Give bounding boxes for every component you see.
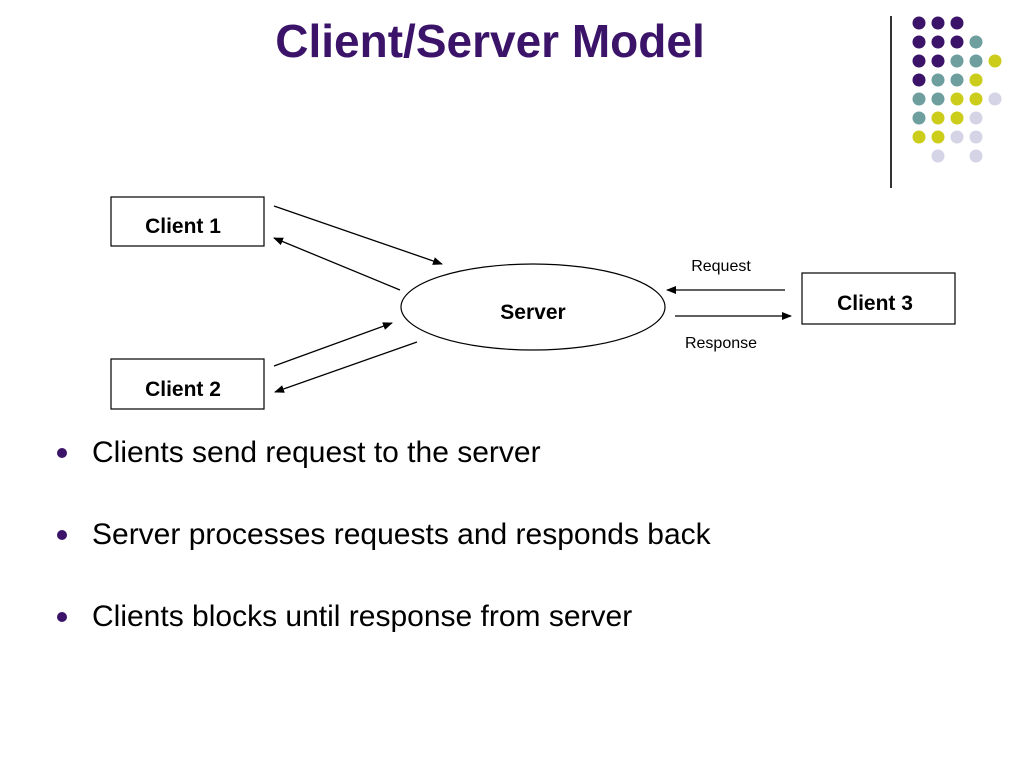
decorative-dot bbox=[912, 130, 926, 144]
decorative-dot bbox=[950, 35, 964, 49]
decorative-dot bbox=[931, 73, 945, 87]
bullet-text: Clients blocks until response from serve… bbox=[92, 600, 633, 633]
client-server-diagram: Client 1 Client 2 Client 3 Server Reques… bbox=[110, 196, 956, 410]
client-1-request-arrow bbox=[273, 205, 443, 265]
decorative-dot bbox=[969, 73, 983, 87]
decorative-dot bbox=[912, 73, 926, 87]
client-2-box bbox=[110, 358, 265, 410]
decorative-dot bbox=[950, 92, 964, 106]
response-label: Response bbox=[685, 335, 757, 352]
decorative-dot bbox=[969, 130, 983, 144]
decorative-dot bbox=[912, 92, 926, 106]
client-2-request-arrow bbox=[273, 322, 393, 367]
decorative-dot bbox=[931, 111, 945, 125]
decorative-dot bbox=[931, 35, 945, 49]
bullet-item: Clients send request to the server bbox=[56, 430, 711, 512]
bullet-item: Server processes requests and responds b… bbox=[56, 512, 711, 594]
decorative-dot bbox=[988, 54, 1002, 68]
bullet-text: Clients send request to the server bbox=[92, 436, 541, 469]
decorative-dot bbox=[912, 54, 926, 68]
request-label: Request bbox=[691, 258, 751, 275]
server-label: Server bbox=[500, 301, 565, 324]
server-node bbox=[400, 263, 666, 351]
client-3-box bbox=[801, 272, 956, 325]
bullet-item: Clients blocks until response from serve… bbox=[56, 594, 711, 676]
decorative-dot bbox=[950, 54, 964, 68]
client-2-label: Client 2 bbox=[145, 378, 221, 401]
slide-title: Client/Server Model bbox=[275, 15, 705, 67]
decorative-dot bbox=[969, 149, 983, 163]
decorative-dot bbox=[931, 130, 945, 144]
decorative-dot bbox=[969, 111, 983, 125]
decorative-dot bbox=[931, 149, 945, 163]
decorative-dot bbox=[969, 35, 983, 49]
decorative-dot bbox=[912, 35, 926, 49]
decorative-dot bbox=[950, 111, 964, 125]
client-1-label: Client 1 bbox=[145, 215, 221, 238]
decorative-dot-grid bbox=[912, 16, 1002, 163]
decorative-dot bbox=[931, 54, 945, 68]
decorative-dot bbox=[950, 130, 964, 144]
bullet-dot-icon bbox=[57, 530, 67, 540]
decorative-dot bbox=[950, 73, 964, 87]
decorative-dot bbox=[931, 92, 945, 106]
client-3-label: Client 3 bbox=[837, 292, 913, 315]
client-2-response-arrow bbox=[274, 341, 418, 393]
bullet-list: Clients send request to the server Serve… bbox=[56, 430, 711, 676]
client-1-box bbox=[110, 196, 265, 247]
client-1-response-arrow bbox=[273, 237, 401, 291]
bullet-dot-icon bbox=[57, 612, 67, 622]
bullet-text: Server processes requests and responds b… bbox=[92, 518, 711, 551]
decorative-dot bbox=[969, 92, 983, 106]
bullet-dot-icon bbox=[57, 448, 67, 458]
decorative-dot bbox=[912, 16, 926, 30]
decorative-dot bbox=[969, 54, 983, 68]
decorative-dot bbox=[950, 16, 964, 30]
decorative-dot bbox=[931, 16, 945, 30]
title-divider-line bbox=[890, 16, 892, 188]
decorative-dot bbox=[912, 111, 926, 125]
decorative-dot bbox=[988, 92, 1002, 106]
